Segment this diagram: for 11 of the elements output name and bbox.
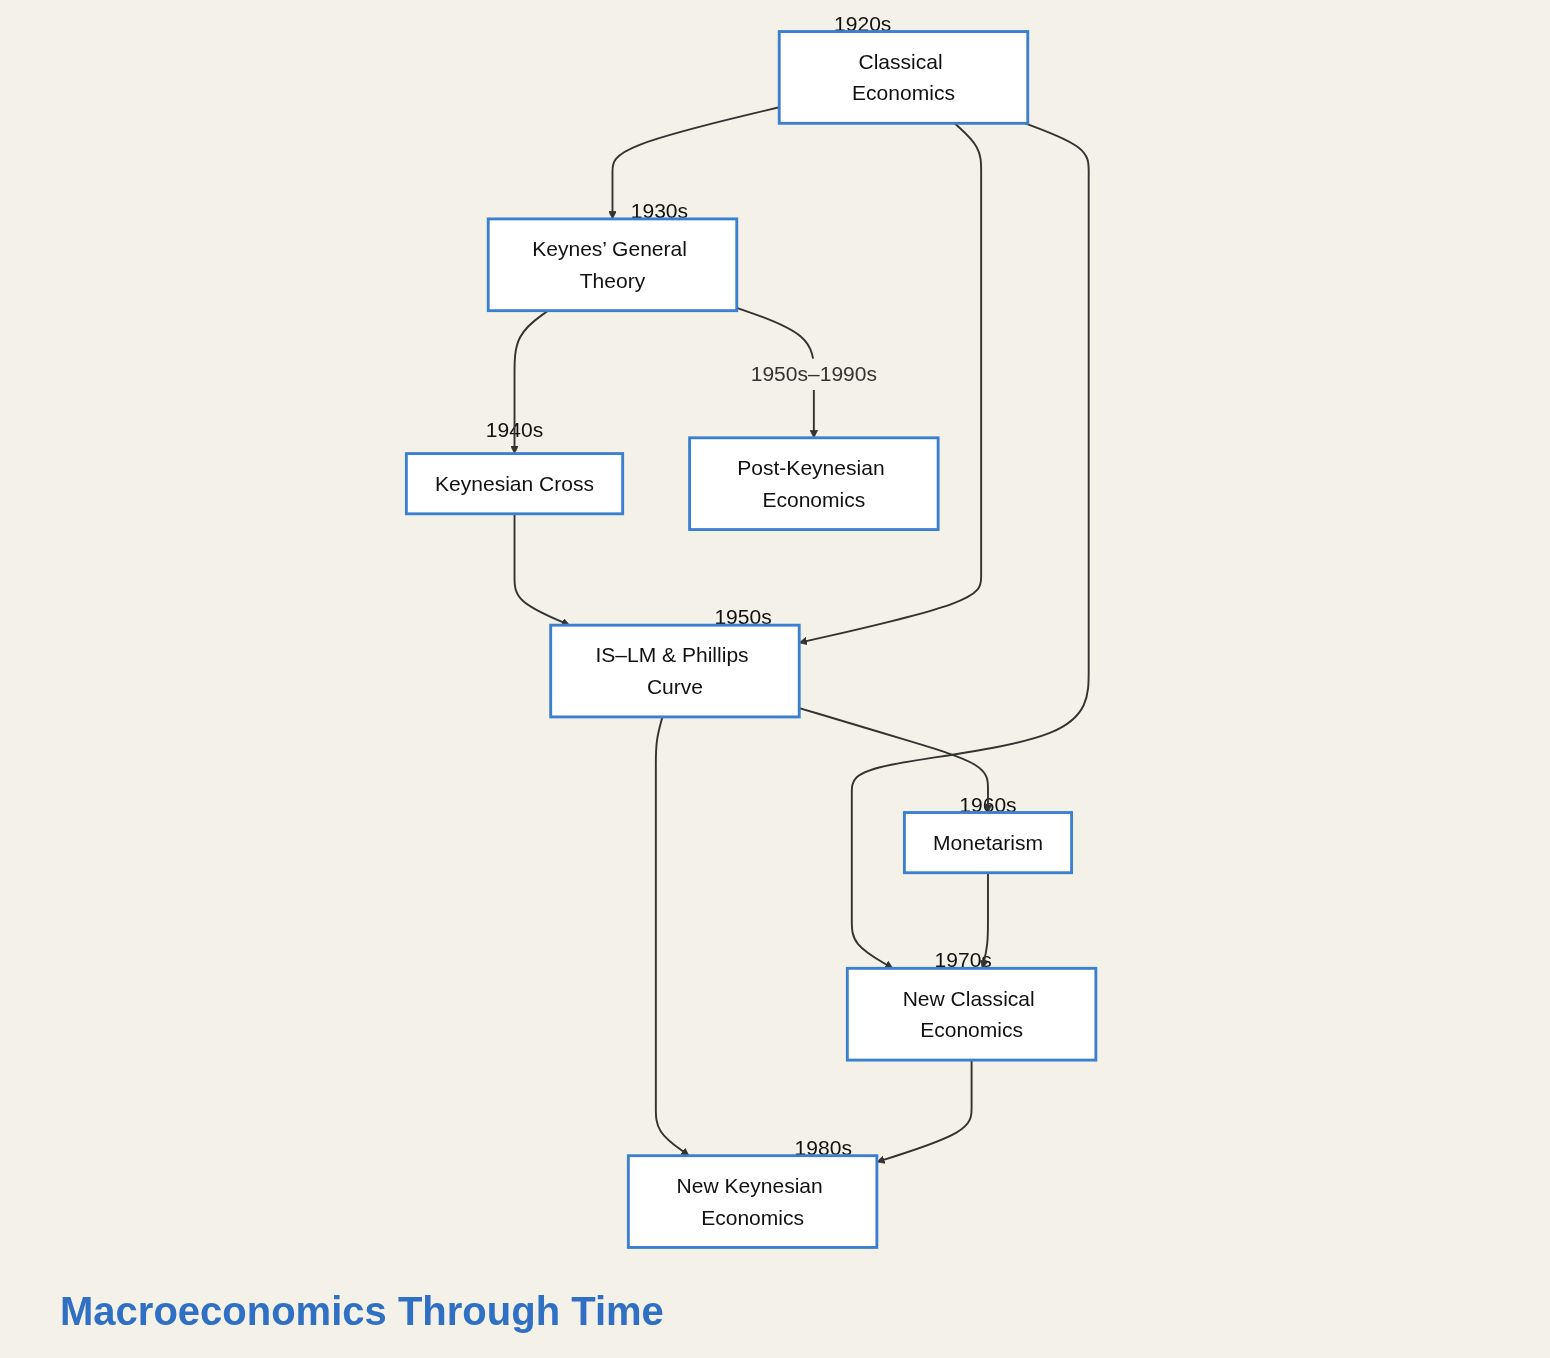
diagram-title: Macroeconomics Through Time [60,1289,664,1334]
node-box: New Keynesian Economics [626,1154,879,1249]
node-box: IS–LM & Phillips Curve [549,623,801,719]
node-box: Monetarism [902,811,1074,875]
node-box: Classical Economics [777,30,1030,125]
node-box: New Classical Economics [845,966,1098,1062]
node-box: Post-Keynesian Economics [688,436,940,531]
node-box: Keynesian Cross [404,452,625,516]
node-box: Keynes’ General Theory [486,217,739,313]
edge-label: 1950s–1990s [750,362,878,387]
arrow [850,122,1090,969]
